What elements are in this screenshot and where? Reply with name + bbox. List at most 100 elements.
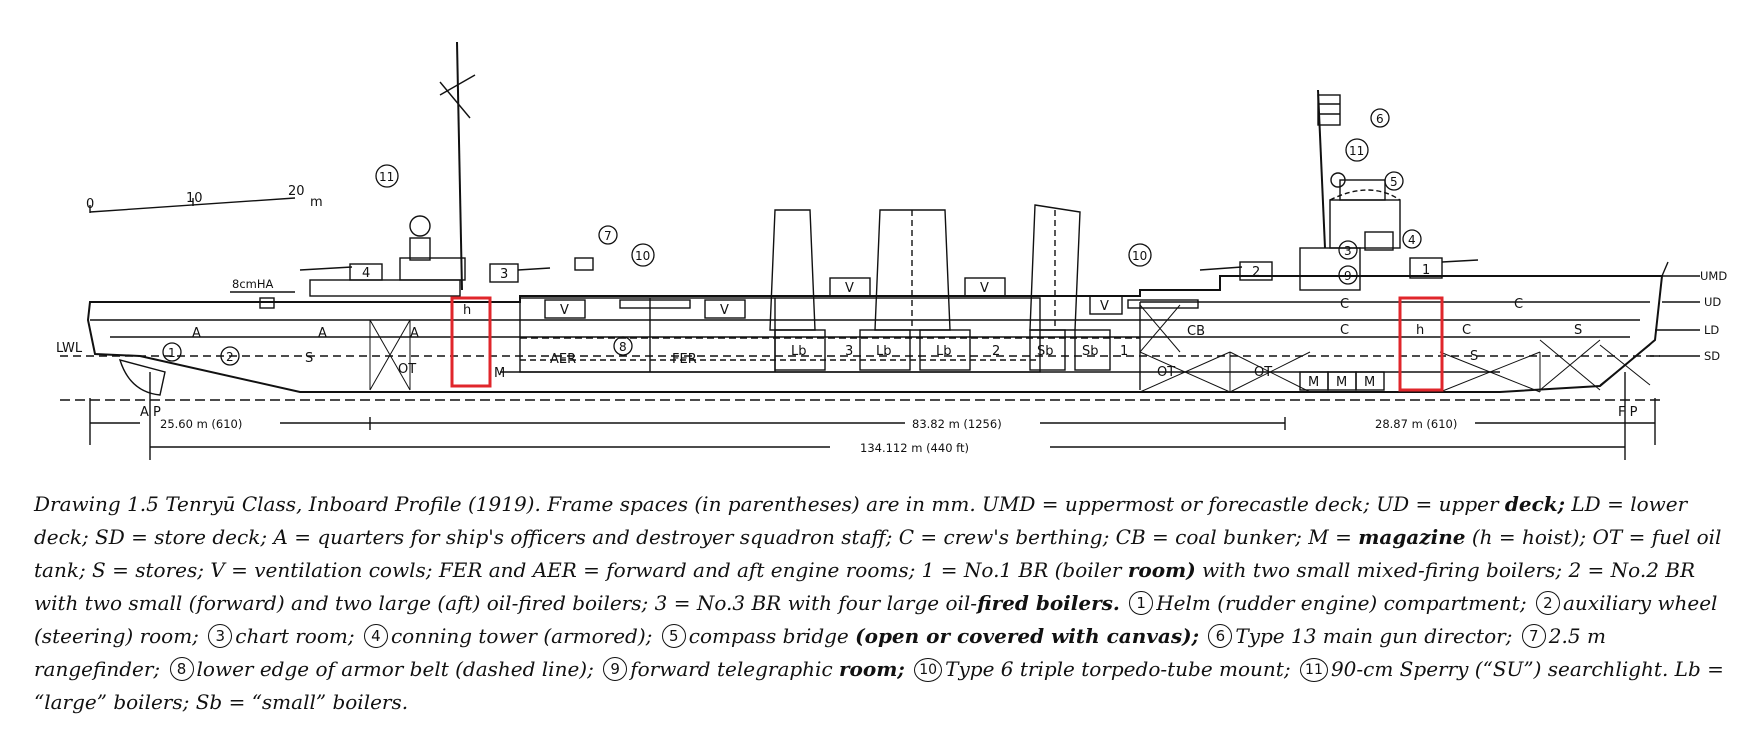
label-BR3: 3 xyxy=(845,344,853,359)
label-S1: S xyxy=(1470,349,1478,364)
svg-text:8: 8 xyxy=(619,340,627,354)
svg-text:9: 9 xyxy=(1344,269,1352,283)
label-M3: M xyxy=(1364,375,1375,390)
caption-bold: room) xyxy=(1127,558,1196,582)
label-Sb1: Sb xyxy=(1037,344,1054,359)
caption-text: Tenryū xyxy=(158,492,242,516)
label-OT3: OT xyxy=(1254,365,1272,380)
caption-callout-1: 1 xyxy=(1129,591,1154,615)
svg-text:10: 10 xyxy=(635,249,650,263)
caption-text: lower edge of armor belt (dashed line); xyxy=(196,657,594,681)
label-LWL: LWL xyxy=(56,341,83,356)
caption-text: chart room; xyxy=(235,624,355,648)
scale-bar xyxy=(89,197,296,213)
caption-callout-10: 10 xyxy=(914,658,943,682)
caption-callout-8: 8 xyxy=(169,657,194,681)
caption-text: Helm (rudder engine) compartment; xyxy=(1156,591,1527,615)
callout-10-aft: 10 xyxy=(631,243,655,267)
label-A3: A xyxy=(410,326,419,341)
caption-callout-4: 4 xyxy=(363,624,388,648)
label-V5: V xyxy=(1100,299,1109,314)
label-gun2: 2 xyxy=(1252,265,1260,280)
callout-7: 7 xyxy=(598,225,618,245)
callout-1: 1 xyxy=(162,342,182,362)
caption-callout-2: 2 xyxy=(1535,591,1560,615)
callout-6: 6 xyxy=(1370,108,1390,128)
label-AER: AER xyxy=(550,352,576,367)
svg-text:11: 11 xyxy=(379,170,394,184)
dim-mid: 83.82 m (1256) xyxy=(912,417,1002,431)
caption-text: Class, Inboard Profile (1919). Frame spa… xyxy=(241,492,1505,516)
caption-callout-11: 11 xyxy=(1299,658,1328,682)
svg-text:4: 4 xyxy=(1408,233,1416,247)
figure-caption: Drawing 1.5 Tenryū Class, Inboard Profil… xyxy=(34,488,1724,719)
label-M2: M xyxy=(1336,375,1347,390)
caption-callout-9: 9 xyxy=(603,657,628,681)
callout-10-fwd: 10 xyxy=(1128,243,1152,267)
caption-text: 2.5 m rangefinder; xyxy=(34,624,1606,681)
label-Lb1: Lb xyxy=(791,344,807,359)
label-A2: A xyxy=(318,326,327,341)
caption-bold: fired boilers. xyxy=(977,591,1120,615)
label-FP: F P xyxy=(1618,405,1638,420)
svg-text:7: 7 xyxy=(604,229,612,243)
callout-8: 8 xyxy=(613,336,633,356)
caption-bold: room; xyxy=(839,657,905,681)
scale-tick-0: 0 xyxy=(86,197,94,212)
deck-UD: UD xyxy=(1704,295,1721,309)
highlight-fwd-hoist xyxy=(1398,296,1444,392)
callout-11-fwd: 11 xyxy=(1345,138,1369,162)
caption-text: compass bridge xyxy=(688,624,849,648)
inboard-profile-drawing: 0 10 20 m A A A S OT M AER FER Lb 3 Lb L… xyxy=(56,41,1727,460)
dim-aft: 25.60 m (610) xyxy=(160,417,242,431)
label-C2: C xyxy=(1340,323,1349,338)
label-gun1: 1 xyxy=(1422,263,1430,278)
scale-unit: m xyxy=(310,195,323,210)
label-OT1: OT xyxy=(398,362,416,377)
caption-head: Drawing 1.5 xyxy=(34,492,159,516)
deck-SD: SD xyxy=(1704,349,1720,363)
callout-4: 4 xyxy=(1402,229,1422,249)
label-V4: V xyxy=(980,281,989,296)
svg-text:6: 6 xyxy=(1376,112,1384,126)
caption-text: LD = lower deck; SD = store deck; A = qu… xyxy=(34,492,1688,549)
caption-text: forward telegraphic xyxy=(630,657,833,681)
label-C3: C xyxy=(1462,323,1471,338)
label-8cmHA: 8cmHA xyxy=(232,277,273,291)
label-gun3: 3 xyxy=(500,267,508,282)
caption-text: auxiliary wheel (steering) room; xyxy=(34,591,1718,648)
label-S-aft: S xyxy=(305,351,313,366)
callout-9: 9 xyxy=(1338,265,1358,285)
label-FER: FER xyxy=(672,352,697,367)
callout-2: 2 xyxy=(220,346,240,366)
svg-text:10: 10 xyxy=(1132,249,1147,263)
caption-bold: deck; xyxy=(1504,492,1566,516)
caption-callout-7: 7 xyxy=(1521,624,1546,648)
ship-profile-svg: 0 10 20 m A A A S OT M AER FER Lb 3 Lb L… xyxy=(56,41,1727,460)
label-CB: CB xyxy=(1187,324,1205,339)
label-S2: S xyxy=(1574,323,1582,338)
dim-total: 134.112 m (440 ft) xyxy=(860,441,969,455)
svg-text:2: 2 xyxy=(226,350,234,364)
label-V1: V xyxy=(560,303,569,318)
caption-bold: magazine xyxy=(1358,525,1466,549)
label-C1: C xyxy=(1340,297,1349,312)
label-Lb3: Lb xyxy=(936,344,952,359)
caption-text: with two small mixed-firing boilers; 2 =… xyxy=(34,558,1696,615)
label-BR1: 1 xyxy=(1120,344,1128,359)
caption-bold: (open or covered with canvas); xyxy=(855,624,1199,648)
deck-UMD: UMD xyxy=(1700,269,1727,283)
label-h-fwd: h xyxy=(1416,323,1424,338)
callout-5: 5 xyxy=(1384,171,1404,191)
label-Sb2: Sb xyxy=(1082,344,1099,359)
scale-tick-20: 20 xyxy=(288,184,305,199)
svg-text:3: 3 xyxy=(1344,244,1352,258)
label-h-aft: h xyxy=(463,303,471,318)
callout-3: 3 xyxy=(1338,240,1358,260)
label-OT2: OT xyxy=(1157,365,1175,380)
callout-11-aft: 11 xyxy=(375,164,399,188)
label-V2: V xyxy=(720,303,729,318)
label-M1: M xyxy=(1308,375,1319,390)
caption-text: conning tower (armored); xyxy=(390,624,653,648)
svg-text:1: 1 xyxy=(168,346,176,360)
